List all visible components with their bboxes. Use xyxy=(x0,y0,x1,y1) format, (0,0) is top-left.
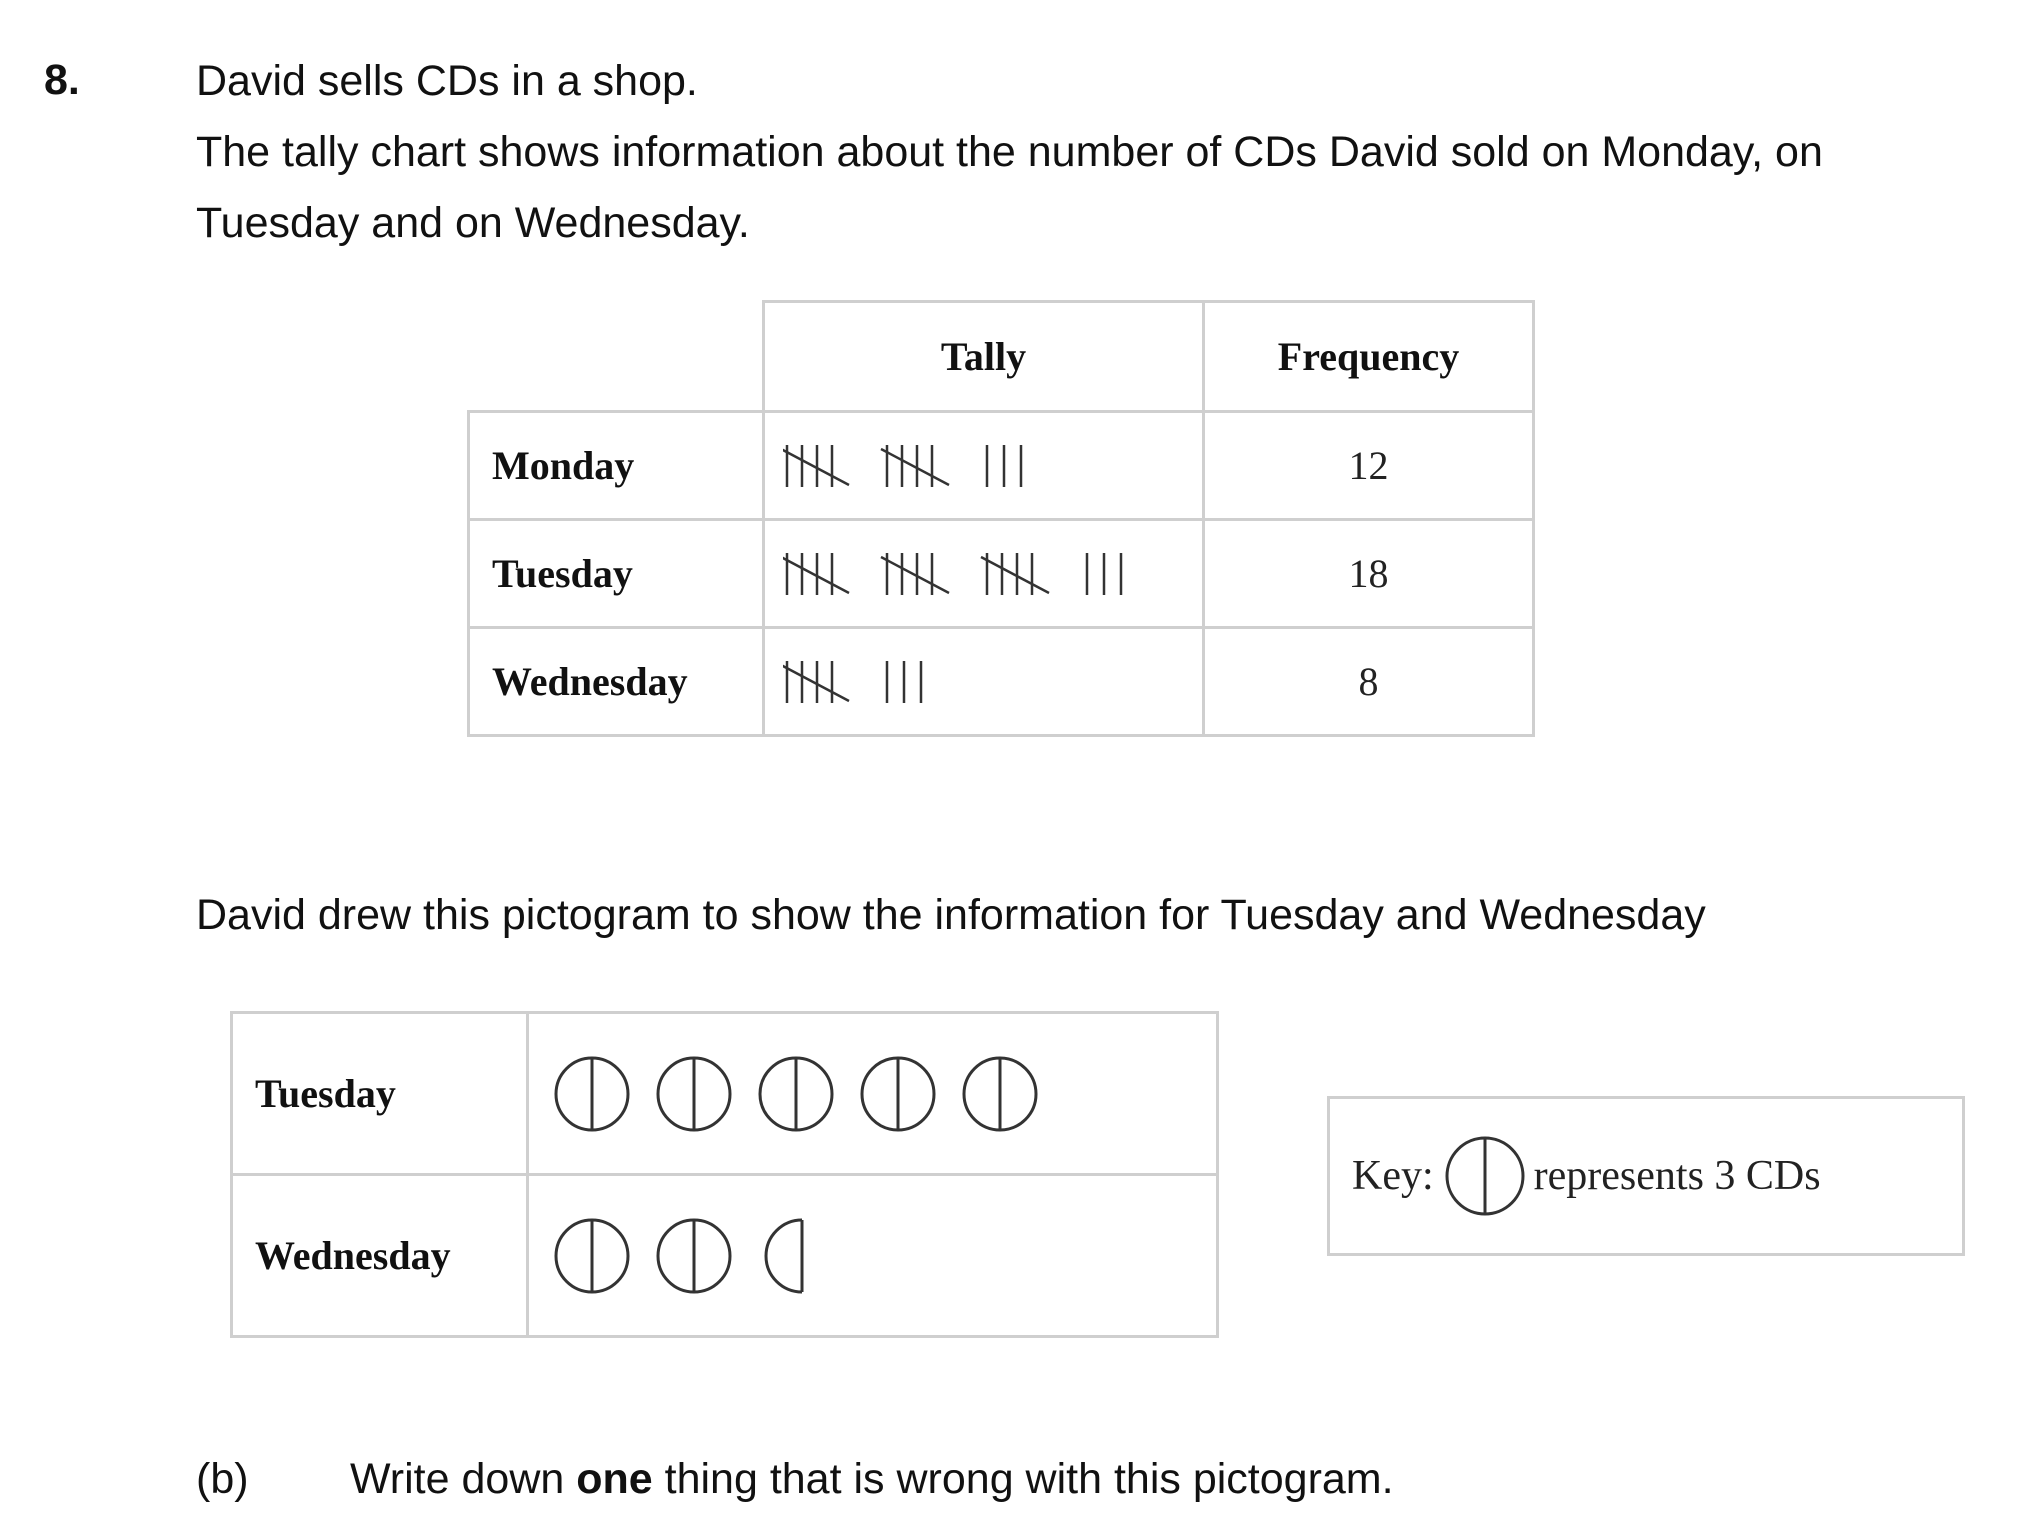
tally-cross-stroke xyxy=(783,556,850,594)
frequency-value: 12 xyxy=(1202,410,1535,521)
pictogram-symbols xyxy=(554,1218,804,1293)
tally-cross-stroke xyxy=(783,448,850,486)
question-number: 8. xyxy=(44,56,80,104)
tally-day-label: Monday xyxy=(467,410,765,521)
pictogram-intro: David drew this pictogram to show the in… xyxy=(196,891,1706,939)
tally-cross-stroke xyxy=(880,555,950,594)
tally-marks-cell xyxy=(762,626,1205,737)
tally-chart-table: Tally Frequency Monday 12 Tuesday 18 Wed… xyxy=(467,300,1535,737)
frequency-value: 8 xyxy=(1202,626,1535,737)
tally-group-of-five xyxy=(880,444,950,487)
tally-marks xyxy=(783,552,1123,595)
cd-symbol-full-icon xyxy=(962,1056,1038,1131)
tally-day-label: Wednesday xyxy=(467,626,765,737)
cd-symbol-full-icon xyxy=(656,1056,732,1131)
pictogram-key: Key: represents 3 CDs xyxy=(1327,1096,1965,1256)
pictogram-row: Wednesday xyxy=(230,1173,1219,1338)
tally-cross-stroke xyxy=(980,555,1050,594)
tally-marks-cell xyxy=(762,410,1205,521)
tally-marks-cell xyxy=(762,518,1205,629)
cd-symbol-full-icon xyxy=(554,1218,630,1293)
part-b-text-after: thing that is wrong with this pictogram. xyxy=(652,1455,1394,1503)
tally-header: Tally xyxy=(762,300,1205,413)
part-b-text-before: Write down xyxy=(350,1455,577,1503)
key-text: represents 3 CDs xyxy=(1533,1153,1821,1199)
pictogram-row: Tuesday xyxy=(230,1011,1219,1176)
cd-symbol-full-icon xyxy=(656,1218,732,1293)
cd-symbol-full-icon xyxy=(758,1056,834,1131)
part-b: (b) Write down one thing that is wrong wi… xyxy=(196,1444,1394,1514)
pictogram-symbols-cell xyxy=(526,1173,1219,1338)
tally-group-of-five xyxy=(783,444,850,487)
tally-cross-stroke xyxy=(880,447,950,486)
cd-symbol-half-icon xyxy=(764,1218,804,1293)
intro-line-3: Tuesday and on Wednesday. xyxy=(196,199,750,247)
tally-group-of-five xyxy=(783,660,850,703)
pictogram-day-label: Tuesday xyxy=(230,1011,529,1176)
tally-cross-stroke xyxy=(783,664,850,702)
frequency-value: 18 xyxy=(1202,518,1535,629)
tally-group-of-five xyxy=(980,552,1050,595)
pictogram-table: Tuesday Wednesday xyxy=(230,1011,1219,1338)
tally-marks xyxy=(783,660,923,703)
tally-marks xyxy=(783,444,1023,487)
tally-row: Monday 12 xyxy=(467,410,1535,521)
cd-symbol-full-icon xyxy=(860,1056,936,1131)
key-label: Key: xyxy=(1352,1153,1434,1199)
tally-corner-blank xyxy=(468,301,765,413)
intro-line-1: David sells CDs in a shop. xyxy=(196,57,698,105)
tally-group-of-five xyxy=(880,552,950,595)
pictogram-symbols xyxy=(554,1056,1038,1131)
pictogram-day-label: Wednesday xyxy=(230,1173,529,1338)
cd-symbol-icon xyxy=(1445,1136,1525,1216)
tally-day-label: Tuesday xyxy=(467,518,765,629)
part-b-label: (b) xyxy=(196,1455,249,1503)
tally-row: Wednesday 8 xyxy=(467,626,1535,737)
pictogram-symbols-cell xyxy=(526,1011,1219,1176)
cd-symbol-full-icon xyxy=(554,1056,630,1131)
frequency-header: Frequency xyxy=(1202,300,1535,413)
part-b-text-bold: one xyxy=(576,1455,653,1503)
tally-group-of-five xyxy=(783,552,850,595)
tally-row: Tuesday 18 xyxy=(467,518,1535,629)
intro-line-2: The tally chart shows information about … xyxy=(196,128,1823,176)
